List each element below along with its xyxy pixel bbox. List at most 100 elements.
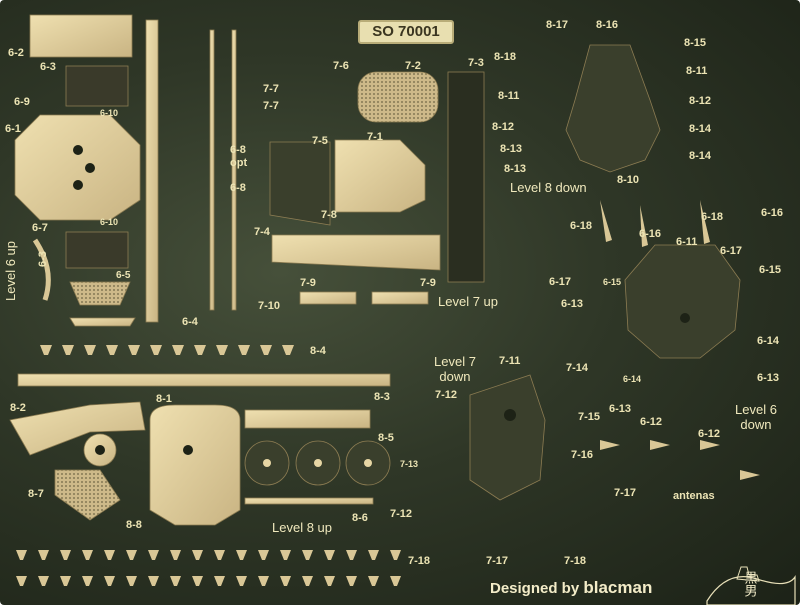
- label-8-12-left: 8-12: [492, 121, 515, 133]
- label-6-8-opt: opt: [230, 157, 248, 169]
- label-7-9-left: 7-9: [300, 277, 316, 289]
- label-6-8-bottom: 6-8: [230, 182, 246, 194]
- part-8-6: [244, 497, 374, 505]
- label-8-7: 8-7: [28, 488, 44, 500]
- label-7-17-bottom: 7-17: [486, 555, 509, 567]
- label-6-7: 6-7: [32, 222, 48, 234]
- label-8-17: 8-17: [546, 19, 569, 31]
- part-7-4: [271, 234, 441, 271]
- part-6-3-top: [65, 65, 129, 107]
- label-7-1: 7-1: [367, 131, 383, 143]
- label-7-18-left: 7-18: [408, 555, 431, 567]
- label-7-6: 7-6: [333, 60, 349, 72]
- part-6-8-b: [231, 29, 237, 311]
- label-8-16: 8-16: [596, 19, 619, 31]
- label-7-11: 7-11: [499, 355, 521, 367]
- label-6-9: 6-9: [14, 96, 30, 108]
- label-7-2: 7-2: [405, 60, 421, 72]
- label-6-1: 6-1: [5, 123, 21, 135]
- label-6-2: 6-2: [8, 47, 24, 59]
- section-level-7-up: Level 7 up: [438, 294, 498, 309]
- label-8-18: 8-18: [494, 51, 517, 63]
- label-6-14-right: 6-14: [757, 335, 780, 347]
- part-8-5: [244, 409, 371, 429]
- label-8-1: 8-1: [156, 393, 172, 405]
- label-8-14-bottom: 8-14: [689, 150, 712, 162]
- label-8-3: 8-3: [374, 391, 390, 403]
- label-6-15-right: 6-15: [759, 264, 782, 276]
- part-6-8-a: [209, 29, 215, 311]
- label-7-10: 7-10: [258, 300, 281, 312]
- part-8-7: [54, 469, 121, 521]
- label-6-4: 6-4: [182, 316, 198, 328]
- part-6-5: [69, 281, 131, 306]
- part-7-3: [447, 71, 485, 283]
- label-8-4: 8-4: [310, 345, 326, 357]
- part-6-3-bottom: [65, 231, 129, 269]
- label-6-17-right: 6-17: [720, 245, 743, 257]
- seal-text: 黒男: [742, 571, 758, 597]
- label-7-15: 7-15: [578, 411, 601, 423]
- part-6-2: [29, 14, 133, 58]
- section-antenas: antenas: [673, 490, 715, 502]
- section-level-8-down: Level 8 down: [510, 180, 587, 195]
- part-8-3: [17, 373, 391, 387]
- designer-logo: 黒男: [706, 566, 796, 605]
- label-6-10-top: 6-10: [100, 108, 119, 118]
- label-6-10-bottom: 6-10: [100, 217, 119, 227]
- part-7-5: [269, 141, 331, 226]
- label-8-13-top: 8-13: [500, 143, 523, 155]
- label-6-13-right: 6-13: [757, 372, 780, 384]
- part-6-4-strip: [145, 19, 159, 323]
- label-7-8: 7-8: [321, 209, 337, 221]
- label-7-7-bottom: 7-7: [263, 100, 279, 112]
- label-8-10: 8-10: [617, 174, 640, 186]
- credit-prefix: Designed by: [490, 580, 584, 597]
- label-6-13-bottom: 6-13: [609, 403, 632, 415]
- label-7-12-top: 7-12: [435, 389, 458, 401]
- label-6-16-right: 6-16: [761, 207, 784, 219]
- part-7-9-b: [371, 291, 429, 305]
- label-7-12-bottom: 7-12: [390, 508, 413, 520]
- label-8-11-left: 8-11: [498, 90, 520, 102]
- label-8-12-right: 8-12: [689, 95, 712, 107]
- label-8-15: 8-15: [684, 37, 707, 49]
- label-7-7-top: 7-7: [263, 83, 279, 95]
- part-7-1: [334, 139, 426, 213]
- label-8-11-right: 8-11: [686, 65, 708, 77]
- part-7-9-a: [299, 291, 357, 305]
- section-level-6-down: Level 6 down: [735, 402, 777, 432]
- label-7-5: 7-5: [312, 135, 328, 147]
- section-level-7-down: Level 7 down: [434, 354, 476, 384]
- label-8-14-top: 8-14: [689, 123, 712, 135]
- label-6-5: 6-5: [116, 270, 131, 281]
- label-6-14-left: 6-14: [623, 374, 642, 384]
- label-8-6: 8-6: [352, 512, 368, 524]
- label-7-16: 7-16: [571, 449, 594, 461]
- label-8-2: 8-2: [10, 402, 26, 414]
- part-8-2: [9, 401, 146, 456]
- label-6-3-bottom: 6-3: [37, 251, 49, 267]
- label-7-17-right: 7-17: [614, 487, 637, 499]
- label-8-5: 8-5: [378, 432, 394, 444]
- label-6-3-top: 6-3: [40, 61, 56, 73]
- label-6-16-left: 6-16: [639, 228, 662, 240]
- designer-credit: Designed by blacman: [490, 578, 652, 598]
- label-7-4: 7-4: [254, 226, 270, 238]
- label-6-11: 6-11: [676, 236, 698, 248]
- label-8-13-bottom: 8-13: [504, 163, 527, 175]
- label-6-18-left: 6-18: [570, 220, 593, 232]
- label-7-14: 7-14: [566, 362, 589, 374]
- label-7-13: 7-13: [400, 459, 419, 469]
- label-7-18-right: 7-18: [564, 555, 587, 567]
- part-8-10: [565, 44, 661, 173]
- part-6-11: [624, 244, 741, 359]
- label-6-15-left: 6-15: [603, 277, 622, 287]
- section-level-6-up: Level 6 up: [3, 241, 18, 301]
- part-7-2: [357, 71, 439, 123]
- label-6-18-right: 6-18: [701, 211, 724, 223]
- label-6-12-right: 6-12: [698, 428, 721, 440]
- section-level-8-up: Level 8 up: [272, 520, 332, 535]
- label-7-3: 7-3: [468, 57, 484, 69]
